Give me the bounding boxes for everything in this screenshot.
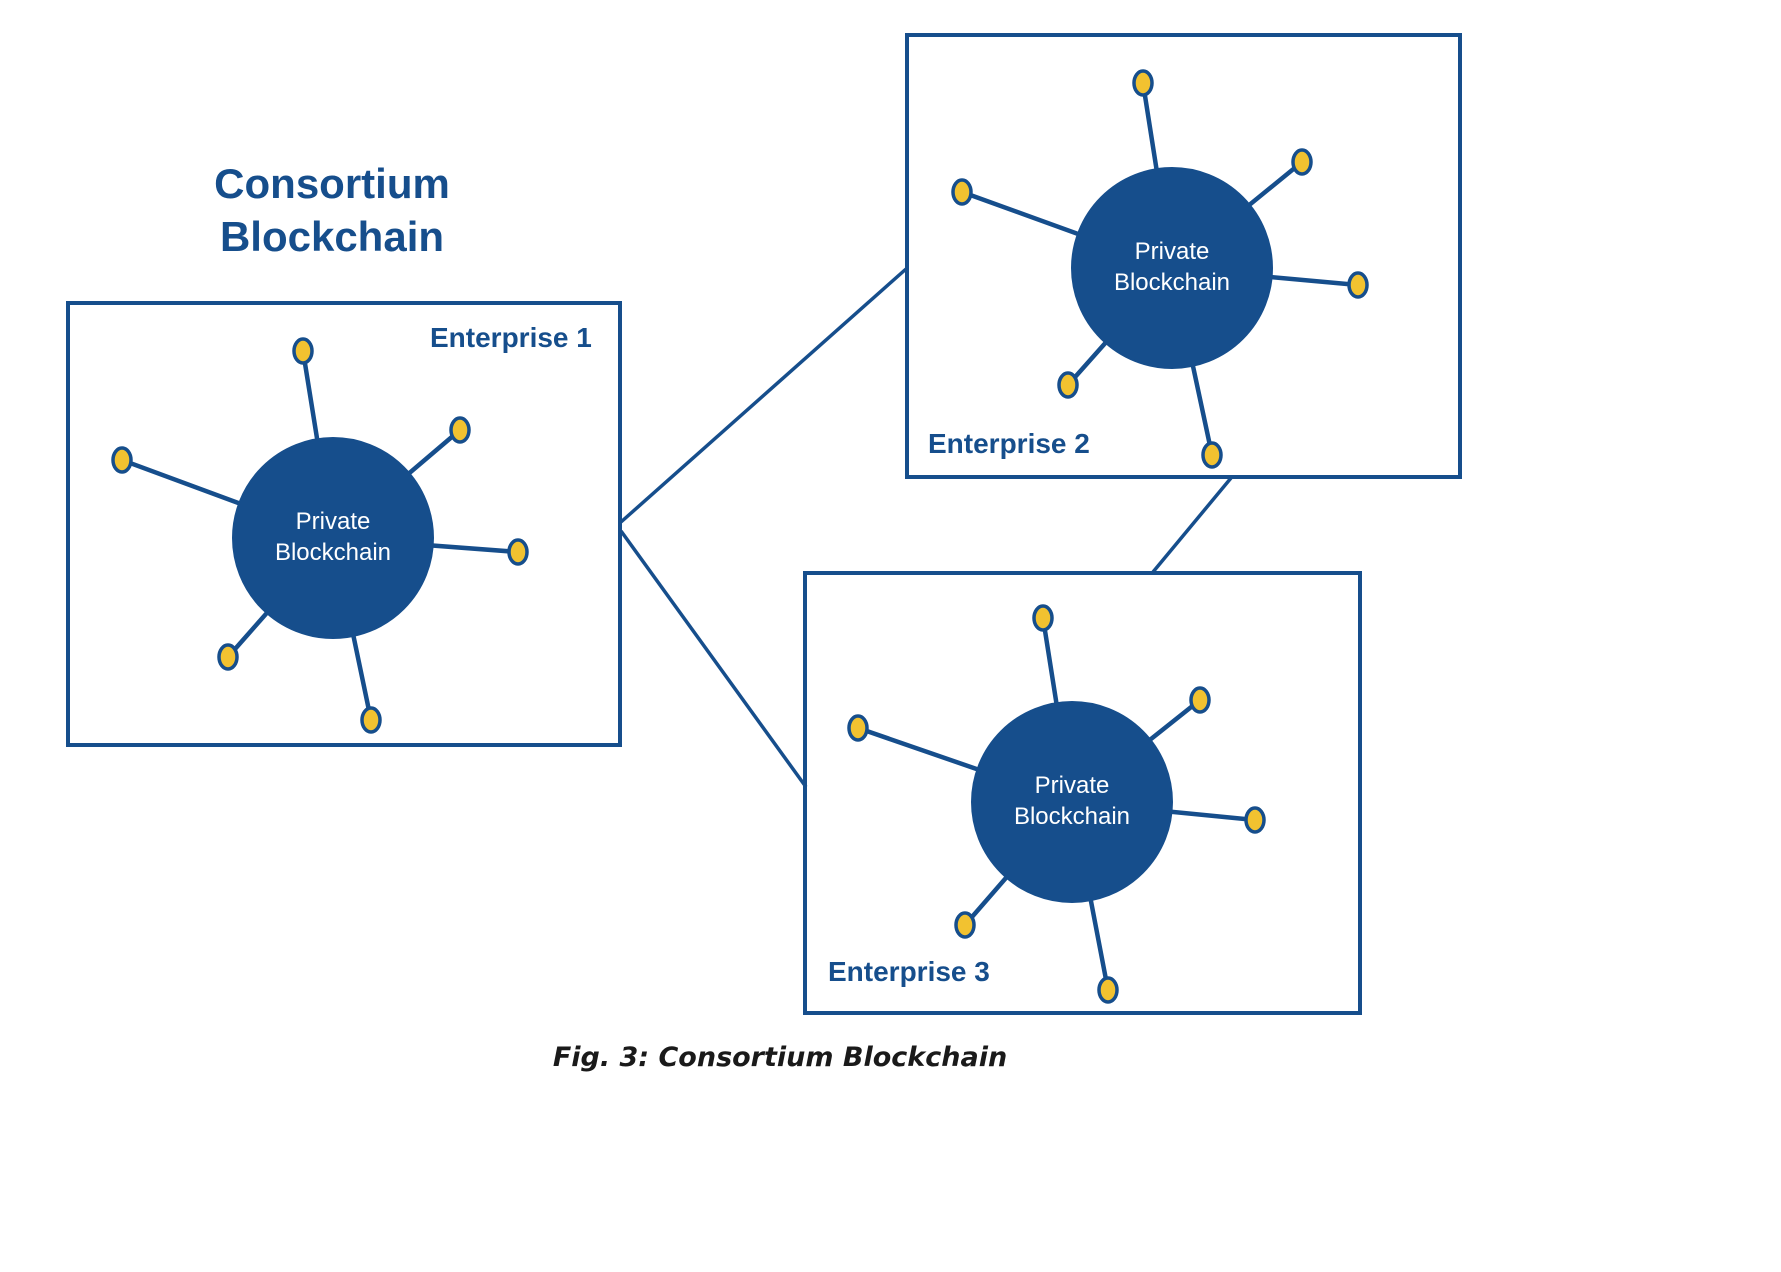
private-blockchain-hub-1 bbox=[232, 437, 434, 639]
enterprise-3-box bbox=[803, 571, 1362, 1015]
private-blockchain-hub-2 bbox=[1071, 167, 1273, 369]
network-node bbox=[1132, 69, 1154, 97]
connector-enterprise1-enterprise2 bbox=[619, 267, 908, 524]
network-node bbox=[1201, 441, 1223, 469]
network-node bbox=[292, 337, 314, 365]
network-node bbox=[1291, 148, 1313, 176]
private-blockchain-hub-3 bbox=[971, 701, 1173, 903]
enterprise-3-label: Enterprise 3 bbox=[828, 956, 990, 987]
network-node bbox=[954, 911, 976, 939]
network-node bbox=[217, 643, 239, 671]
connector-enterprise2-enterprise3 bbox=[1151, 476, 1233, 574]
enterprise-2-box bbox=[905, 33, 1462, 479]
connector-enterprise1-enterprise3 bbox=[619, 529, 808, 789]
private-blockchain-label-2: Private Blockchain bbox=[1113, 238, 1231, 297]
network-node bbox=[1244, 806, 1266, 834]
diagram-title: Consortium Blockchain bbox=[214, 160, 450, 260]
network-node bbox=[847, 714, 869, 742]
network-node bbox=[951, 178, 973, 206]
network-node bbox=[1097, 976, 1119, 1004]
private-blockchain-label-3: Private Blockchain bbox=[1013, 772, 1131, 831]
network-node bbox=[1032, 604, 1054, 632]
network-node bbox=[111, 446, 133, 474]
network-node bbox=[360, 706, 382, 734]
network-node bbox=[1057, 371, 1079, 399]
network-node bbox=[1347, 271, 1369, 299]
figure-caption: Fig. 3: Consortium Blockchain bbox=[552, 1042, 1008, 1073]
enterprise-1-box bbox=[66, 301, 622, 747]
network-node bbox=[449, 416, 471, 444]
network-node bbox=[507, 538, 529, 566]
network-node bbox=[1189, 686, 1211, 714]
enterprise-2-label: Enterprise 2 bbox=[928, 428, 1090, 459]
enterprise-1-label: Enterprise 1 bbox=[430, 322, 592, 353]
private-blockchain-label-1: Private Blockchain bbox=[274, 508, 392, 567]
